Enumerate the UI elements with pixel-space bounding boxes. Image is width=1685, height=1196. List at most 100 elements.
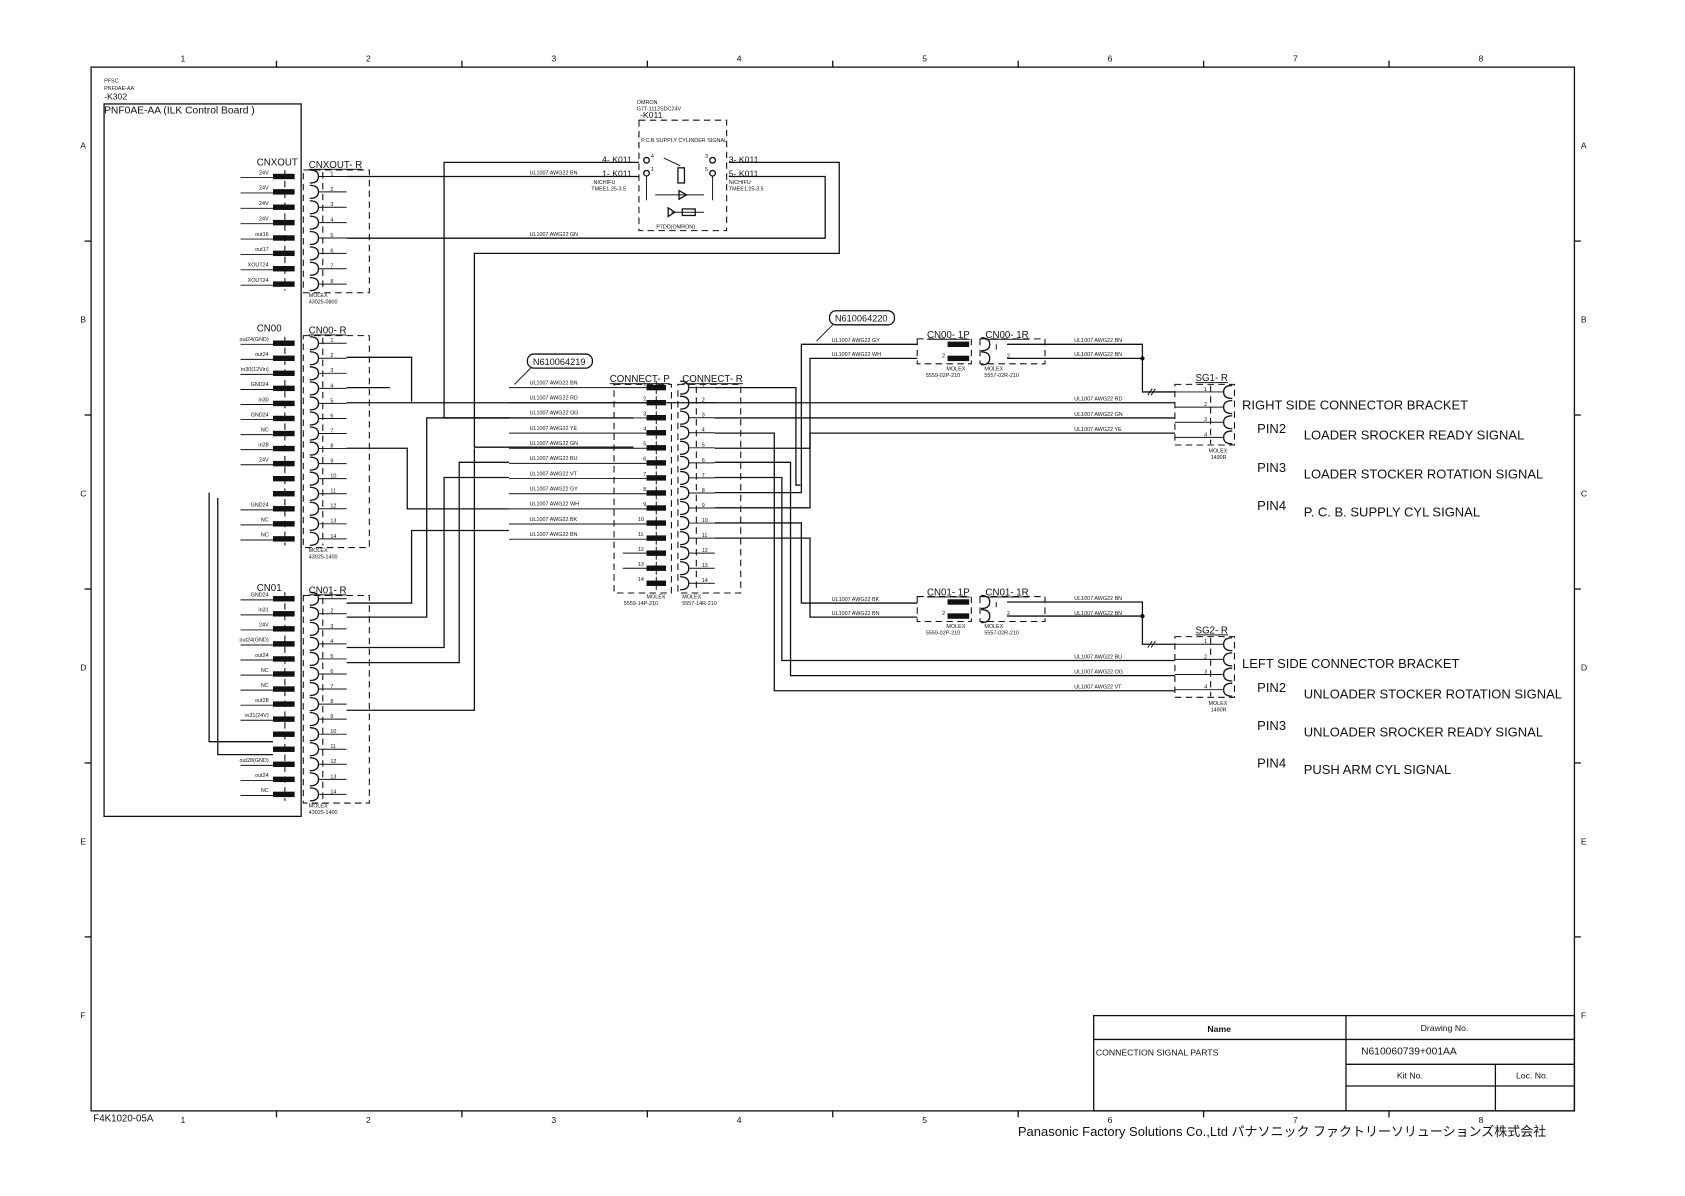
cn00-socket-icon [309, 366, 320, 381]
cn01-socket-icon [309, 621, 320, 636]
cn01-pin-number: 7 [330, 684, 333, 690]
cn00-pin-number: 11 [330, 489, 336, 495]
sg1-part-number: 1490R [1211, 455, 1227, 461]
wire-cn01-8 [346, 448, 476, 711]
cn01_1p-maker: MOLEX [946, 624, 965, 630]
connect-r-pin-number: 14 [702, 578, 708, 584]
cn00-pin-icon [272, 460, 295, 467]
right-pin3-signal: LOADER STOCKER ROTATION SIGNAL [1304, 467, 1544, 482]
sg2-outline [1174, 636, 1235, 698]
cn00-socket-icon [309, 471, 320, 486]
connect-r-name: CONNECT- R [682, 374, 743, 385]
wire-cr-6-og [714, 461, 1175, 677]
cn00_1p-pin-number: 2 [942, 353, 945, 359]
cn00-pin-label: NC [261, 427, 269, 433]
wire-label: UL1007 AWG22 BN [832, 611, 880, 617]
cn00-pin-icon [272, 521, 295, 527]
cnxout-pin-number: 8 [330, 279, 333, 285]
cn01-socket-icon [309, 757, 320, 772]
cnxout-socket-icon [309, 215, 320, 230]
wire-label: UL1007 AWG22 BN [530, 170, 578, 176]
wire-cr-4-vt [714, 432, 1175, 692]
connect-p-pin-number: 3 [643, 412, 646, 418]
column-label-top: 2 [366, 54, 371, 64]
relay-pin-4: 4 [651, 154, 654, 160]
cn01-pin-icon [272, 611, 295, 617]
right-pin2-signal: LOADER SROCKER READY SIGNAL [1304, 428, 1525, 443]
cn00-pin-number: 7 [330, 428, 333, 434]
row-label-right: A [1581, 141, 1587, 151]
cn01-pin-icon [272, 716, 295, 722]
connect-r-socket-icon [680, 561, 690, 576]
connect-p-pin-number: 9 [643, 502, 646, 508]
relay-terminal-part-right: TMEE1.25-3.5 [729, 187, 764, 193]
column-label-bottom: 1 [181, 1115, 186, 1125]
board-header-line-2: PNF0AE-AA [104, 86, 134, 92]
wire-cr-1 [714, 386, 801, 486]
cn01_1r-part-number: 5557-02R-210 [984, 630, 1019, 636]
cn00-pin-number: 5 [330, 398, 333, 404]
connect-p-pin-number: 4 [643, 427, 646, 433]
cn00-pin-label: out24(GND) [239, 337, 268, 343]
sg1-pin-number: 4 [1204, 432, 1207, 438]
cn00_1r-pin-number: 2 [1007, 353, 1010, 359]
wire-label: UL1007 AWG22 GN [530, 441, 579, 447]
cn01-socket-icon [309, 787, 320, 802]
wire-routing: UL1007 AWG22 BN UL1007 AWG22 GN UL1007 AWG… [208, 161, 1224, 756]
footer-company: Panasonic Factory Solutions Co.,Ltd パナソニ… [1018, 1124, 1546, 1139]
cn00-pin-icon [272, 506, 295, 512]
cnxout-pin-icon [272, 266, 295, 272]
cn01-pin-icon [272, 596, 295, 602]
relay-model: G7T-1112SDC24V [637, 106, 682, 112]
left-pin3-signal: UNLOADER SROCKER READY SIGNAL [1304, 724, 1543, 739]
wire-label: UL1007 AWG22 BN [530, 532, 578, 538]
cn00-socket-icon [309, 486, 320, 501]
wire-cr-10-bk [714, 522, 918, 604]
frame-ticks [84, 60, 1581, 1118]
cn00-part-number: 43025-1400 [309, 554, 338, 560]
cn00-pin-icon [272, 355, 295, 361]
cn00-socket-icon [309, 351, 320, 366]
harness-callout-1: N610064219 [514, 353, 594, 385]
relay-reference: -K011 [640, 110, 663, 120]
diode-icon [678, 189, 688, 201]
relay-terminal-4-label: 4- K011 [602, 154, 632, 164]
connect-p-pin-number: 5 [643, 442, 646, 448]
wire-label: UL1007 AWG22 BN [1074, 338, 1122, 344]
cn00_1r-part-number: 5557-02R-210 [984, 373, 1019, 379]
connect-r-pin-number: 12 [702, 548, 708, 554]
cnxout-pin-label: out16 [255, 232, 269, 238]
column-label-top: 6 [1108, 54, 1113, 64]
cnxout-pin-icon [272, 281, 295, 287]
wire-cn01-5 [346, 461, 510, 664]
cn00-socket-icon [309, 396, 320, 411]
connect-p-pin-number: 2 [643, 397, 646, 403]
cn00-mate-name: CN00- R [309, 325, 347, 336]
connect-p-outline [613, 383, 672, 594]
cn01-pin-number: 14 [330, 789, 336, 795]
cnxout-socket-icon [309, 276, 320, 292]
relay-outline [638, 119, 728, 232]
title-block-name-value: CONNECTION SIGNAL PARTS [1096, 1048, 1219, 1058]
sg1-pin-number: 1 [1204, 387, 1207, 393]
cn01-socket-icon [309, 651, 320, 667]
wire-cr-8-gy [714, 343, 918, 494]
column-label-top: 5 [922, 54, 927, 64]
cnxout-pin-number: 4 [330, 218, 333, 224]
harness-number-2: N610064220 [835, 314, 888, 324]
cnxout-socket-icon [309, 200, 320, 215]
column-label-top: 7 [1293, 54, 1298, 64]
cn01-pin-label: in31 [258, 608, 268, 614]
connect-p-part-number: 5559-14P-210 [624, 601, 658, 607]
sg1-outline [1174, 383, 1235, 446]
cn00_1r-socket-icon [981, 337, 991, 352]
wire-label: UL1007 AWG22 BN [1074, 596, 1122, 602]
cnxout-socket-icon [309, 184, 320, 200]
cn00-socket-icon [309, 411, 320, 426]
cnxout-mate-outline [302, 169, 370, 294]
right-bracket-title: RIGHT SIDE CONNECTOR BRACKET [1242, 397, 1468, 412]
wire-label: UL1007 AWG22 YE [530, 426, 578, 432]
